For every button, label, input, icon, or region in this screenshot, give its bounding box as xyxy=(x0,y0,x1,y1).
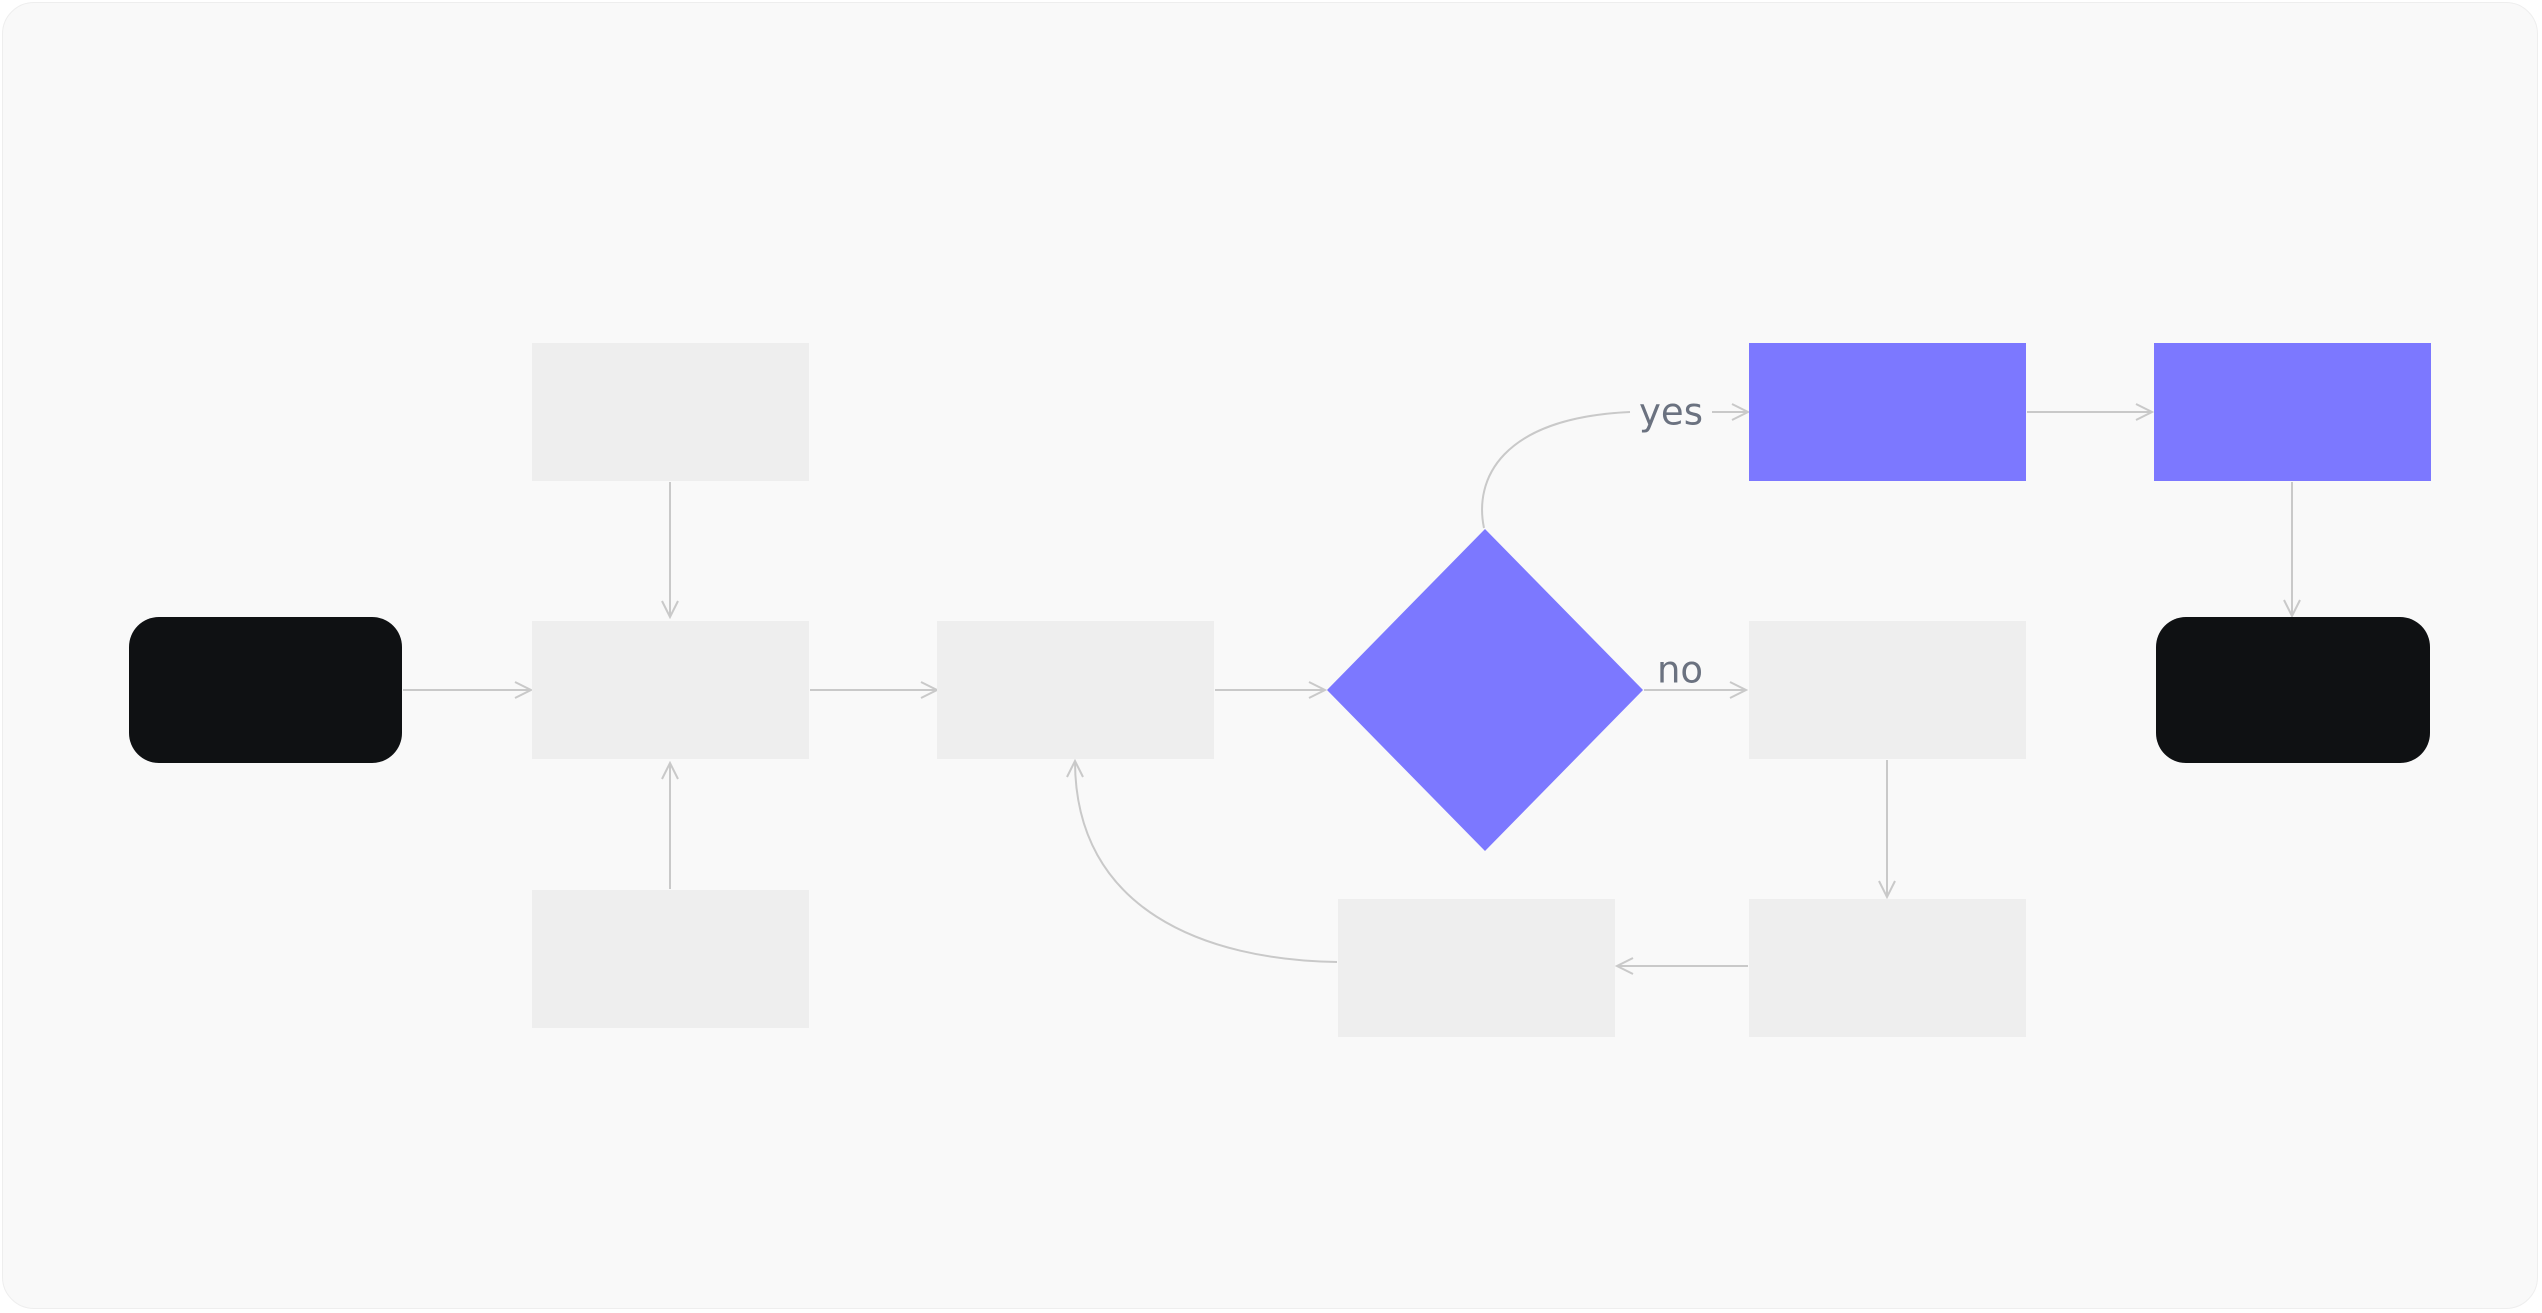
node-merge[interactable] xyxy=(532,621,809,759)
terminal-box xyxy=(129,617,402,763)
node-no-step-1[interactable] xyxy=(1749,621,2026,759)
connector-decision-to-yes-step-1 xyxy=(1481,412,1748,529)
nodes xyxy=(129,343,2431,1037)
process-box xyxy=(532,343,809,481)
node-no-step-2[interactable] xyxy=(1749,899,2026,1037)
edge-label-no: no xyxy=(1657,649,1703,692)
process-box xyxy=(532,890,809,1028)
edge-label-yes: yes xyxy=(1639,391,1703,434)
process-box xyxy=(1749,899,2026,1037)
node-loop-back[interactable] xyxy=(1338,899,1615,1037)
node-yes-step-2[interactable] xyxy=(2154,343,2431,481)
node-input-top[interactable] xyxy=(532,343,809,481)
node-end[interactable] xyxy=(2156,617,2430,763)
edge-labels: yes no xyxy=(1639,391,1703,692)
accent-box xyxy=(1749,343,2026,481)
connectors xyxy=(403,412,2292,966)
terminal-box xyxy=(2156,617,2430,763)
node-decision[interactable] xyxy=(1327,529,1643,851)
process-box xyxy=(532,621,809,759)
process-box xyxy=(1338,899,1615,1037)
node-start[interactable] xyxy=(129,617,402,763)
process-box xyxy=(937,621,1214,759)
process-box xyxy=(1749,621,2026,759)
decision-diamond xyxy=(1327,529,1643,851)
accent-box xyxy=(2154,343,2431,481)
node-yes-step-1[interactable] xyxy=(1749,343,2026,481)
node-input-bottom[interactable] xyxy=(532,890,809,1028)
node-step-2[interactable] xyxy=(937,621,1214,759)
connector-loop-back-to-step-2 xyxy=(1075,761,1338,963)
